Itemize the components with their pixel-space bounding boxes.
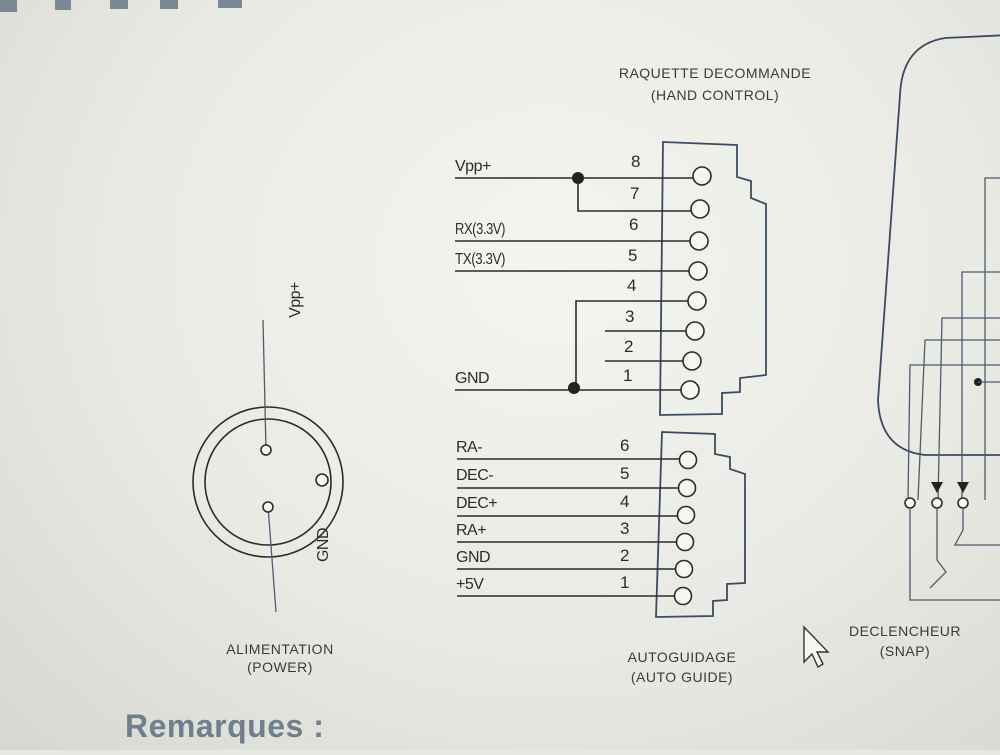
power-caption-en: (POWER) xyxy=(247,659,313,675)
hc-gnd-label: GND xyxy=(455,370,489,387)
power-caption: ALIMENTATION xyxy=(226,641,333,657)
power-gnd-label: GND xyxy=(315,528,332,562)
ag-signal-label: DEC+ xyxy=(456,495,497,512)
hand-control-connector: RAQUETTE DECOMMANDE (HAND CONTROL) Vpp+ … xyxy=(455,65,811,416)
hc-tx-label: TX(3.3V) xyxy=(455,251,505,268)
ag-pin-number: 3 xyxy=(620,519,629,538)
trigger-connector: DECLENCHEUR (SNAP) xyxy=(849,34,1000,659)
ag-pin-number: 5 xyxy=(620,464,629,483)
hc-pin-number: 8 xyxy=(631,152,640,171)
hc-rx-label: RX(3.3V) xyxy=(455,221,505,238)
ag-pin-number: 6 xyxy=(620,436,629,455)
hc-pin-number: 5 xyxy=(628,246,637,265)
remarks-heading: Remarques : xyxy=(125,708,325,744)
autoguide-caption-en: (AUTO GUIDE) xyxy=(631,669,733,685)
top-heading-fragment xyxy=(0,0,242,12)
trigger-caption-en: (SNAP) xyxy=(880,643,930,659)
ag-signal-label: RA+ xyxy=(456,522,486,539)
autoguide-connector: RA- DEC- DEC+ RA+ GND +5V 6 5 4 3 2 1 AU… xyxy=(456,431,746,685)
hc-vpp-label: Vpp+ xyxy=(455,158,491,175)
wire-pin4 xyxy=(575,300,697,390)
trigger-caption: DECLENCHEUR xyxy=(849,623,961,639)
hc-pin-number: 6 xyxy=(629,215,638,234)
mouse-cursor-icon xyxy=(803,625,830,669)
power-connector: Vpp+ GND ALIMENTATION (POWER) xyxy=(192,282,344,675)
ag-signal-label: RA- xyxy=(456,439,482,456)
ag-signal-label: GND xyxy=(456,549,490,566)
hc-pin-number: 7 xyxy=(630,184,639,203)
wire-pin7 xyxy=(577,178,700,212)
power-vpp-label: Vpp+ xyxy=(287,282,304,318)
hc-pin-number: 1 xyxy=(623,366,632,385)
hand-control-title: RAQUETTE DECOMMANDE xyxy=(619,65,811,81)
junction-gnd xyxy=(568,382,580,394)
hand-control-subtitle: (HAND CONTROL) xyxy=(651,87,779,103)
ag-signal-label: DEC- xyxy=(456,467,493,484)
ag-pin-number: 1 xyxy=(620,573,629,592)
hc-pin-number: 4 xyxy=(627,276,636,295)
hc-pin-number: 3 xyxy=(625,307,634,326)
ag-pin-number: 4 xyxy=(620,492,629,511)
autoguide-caption: AUTOGUIDAGE xyxy=(628,649,737,665)
ag-pin-number: 2 xyxy=(620,546,629,565)
ag-signal-label: +5V xyxy=(456,576,484,593)
hc-pin-number: 2 xyxy=(624,337,633,356)
